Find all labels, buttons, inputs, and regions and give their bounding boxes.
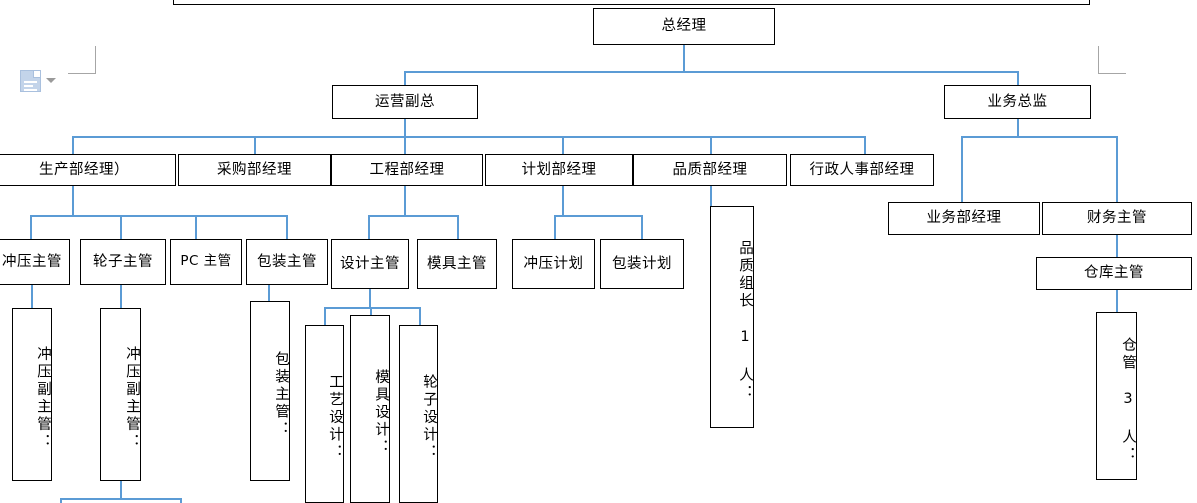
connector-bottom-right-drop (180, 498, 182, 503)
node-wheel-supervisor[interactable]: 轮子主管 (80, 239, 166, 285)
node-finance-supervisor[interactable]: 财务主管 (1042, 202, 1192, 235)
paste-options-button[interactable] (20, 69, 60, 93)
node-warehouse-supervisor[interactable]: 仓库主管 (1036, 257, 1192, 290)
node-pc-supervisor[interactable]: PC 主管 (170, 239, 242, 285)
connector-packaging-sup-stem (268, 285, 270, 301)
connector-design-to-wheel (419, 307, 421, 325)
connector-design-to-mold (370, 307, 372, 315)
connector-production-stem (72, 186, 74, 216)
node-mold-supervisor[interactable]: 模具主管 (417, 239, 497, 289)
node-purchasing-manager[interactable]: 采购部经理 (178, 154, 331, 186)
node-warehouse-keeper[interactable]: 仓管 3 人： (1096, 312, 1137, 480)
margin-mark-top-right (1098, 46, 1126, 74)
connector-bottom-clipped-bus (60, 498, 182, 500)
node-stamping-deputy-1[interactable]: 冲压副主管： (12, 308, 52, 481)
node-admin-hr-manager[interactable]: 行政人事部经理 (790, 154, 934, 186)
connector-warehouse-stem (1116, 290, 1118, 312)
node-quality-leader[interactable]: 品质组长 1 人： (710, 206, 754, 428)
connector-prod-to-packaging (286, 215, 288, 239)
node-sales-manager[interactable]: 业务部经理 (888, 202, 1040, 235)
connector-engineering-stem (404, 186, 406, 216)
connector-gm-bus (404, 71, 1018, 73)
node-top-clipped-box[interactable] (173, 0, 1090, 5)
node-design-supervisor[interactable]: 设计主管 (331, 239, 409, 289)
margin-mark-top-left (68, 46, 96, 74)
node-stamping-plan[interactable]: 冲压计划 (512, 239, 595, 289)
node-business-director[interactable]: 业务总监 (944, 85, 1091, 119)
node-mold-design[interactable]: 模具设计： (350, 315, 390, 503)
node-planning-manager[interactable]: 计划部经理 (485, 154, 633, 186)
connector-planning-stem (562, 186, 564, 216)
connector-biz-bus (961, 136, 1117, 138)
connector-design-to-process (324, 307, 326, 325)
node-wheel-design[interactable]: 轮子设计： (399, 325, 438, 503)
connector-bus-to-production (72, 136, 74, 154)
connector-prod-to-wheel (120, 215, 122, 239)
connector-wheel-sup-stem (120, 285, 122, 308)
page-fold-icon (33, 71, 40, 78)
connector-bus-to-admin (864, 136, 866, 154)
node-stamping-deputy-2[interactable]: 冲压副主管： (100, 308, 141, 481)
node-general-manager[interactable]: 总经理 (593, 8, 775, 45)
connector-gm-stem (683, 45, 685, 72)
node-packaging-plan[interactable]: 包装计划 (600, 239, 684, 289)
connector-plan-to-stamping (554, 215, 556, 239)
node-operations-vp[interactable]: 运营副总 (332, 85, 478, 119)
connector-eng-to-mold (457, 215, 459, 239)
connector-bus-to-purchasing (254, 136, 256, 154)
connector-biz-to-sales (961, 136, 963, 202)
connector-biz-stem (1017, 119, 1019, 137)
connector-gm-to-biz (1017, 71, 1019, 85)
node-quality-manager[interactable]: 品质部经理 (633, 154, 787, 186)
connector-eng-to-design (368, 215, 370, 239)
connector-design-bus (324, 307, 420, 309)
connector-prod-to-stamping (30, 215, 32, 239)
node-process-design[interactable]: 工艺设计： (305, 325, 344, 503)
connector-bus-to-planning (562, 136, 564, 154)
connector-planning-bus (554, 215, 642, 217)
connector-quality-stem (710, 186, 712, 206)
connector-bus-to-engineering (404, 136, 406, 154)
connector-level3-bus (72, 136, 865, 138)
node-packaging-supervisor[interactable]: 包装主管 (246, 239, 328, 285)
connector-stamping-deputy2-stem (120, 481, 122, 499)
paste-options-icon (20, 70, 41, 92)
connector-bottom-left-drop (60, 498, 62, 503)
connector-finance-stem (1116, 235, 1118, 257)
connector-stamping-sup-stem (31, 285, 33, 308)
node-packaging-supervisor-detail[interactable]: 包装主管： (250, 301, 290, 481)
connector-plan-to-packaging (641, 215, 643, 239)
connector-biz-to-finance (1116, 136, 1118, 202)
connector-gm-to-ops (404, 71, 406, 85)
node-stamping-supervisor[interactable]: 冲压主管 (0, 239, 70, 285)
chevron-down-icon[interactable] (46, 78, 56, 83)
connector-engineering-bus (368, 215, 459, 217)
connector-production-bus (30, 215, 288, 217)
connector-ops-stem (404, 119, 406, 137)
connector-design-stem (369, 289, 371, 308)
connector-prod-to-pc (195, 215, 197, 239)
connector-bus-to-quality (710, 136, 712, 154)
node-production-manager[interactable]: 生产部经理） (0, 154, 176, 186)
node-engineering-manager[interactable]: 工程部经理 (331, 154, 483, 186)
